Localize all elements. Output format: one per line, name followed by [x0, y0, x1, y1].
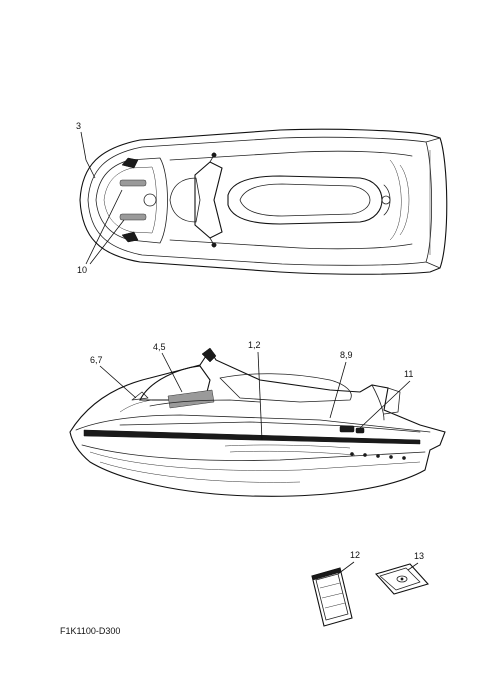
callout-label-3: 3	[76, 121, 81, 131]
callout-3: 3	[76, 121, 96, 179]
callout-label-11: 11	[404, 369, 413, 379]
callout-label-13: 13	[414, 551, 424, 561]
callout-label-12: 12	[350, 550, 360, 560]
top-view-watercraft	[79, 128, 448, 275]
callout-4-5: 4,5	[153, 342, 183, 393]
callout-label-8-9: 8,9	[340, 350, 353, 360]
callout-12: 12	[337, 550, 360, 575]
callout-1-2: 1,2	[248, 340, 263, 441]
callout-label-6-7: 6,7	[90, 355, 103, 365]
callout-11: 11	[359, 369, 413, 429]
accessory-13-pouch	[375, 563, 429, 595]
drawing-code: F1K1100-D300	[60, 626, 120, 636]
callout-label-10: 10	[77, 265, 87, 275]
callout-10: 10	[77, 189, 125, 275]
callout-6-7: 6,7	[90, 355, 137, 399]
side-view-watercraft	[69, 347, 446, 497]
callout-label-4-5: 4,5	[153, 342, 166, 352]
callout-13: 13	[407, 551, 424, 571]
accessory-12-manual	[311, 567, 353, 627]
callout-label-1-2: 1,2	[248, 340, 261, 350]
callout-8-9: 8,9	[329, 350, 353, 419]
